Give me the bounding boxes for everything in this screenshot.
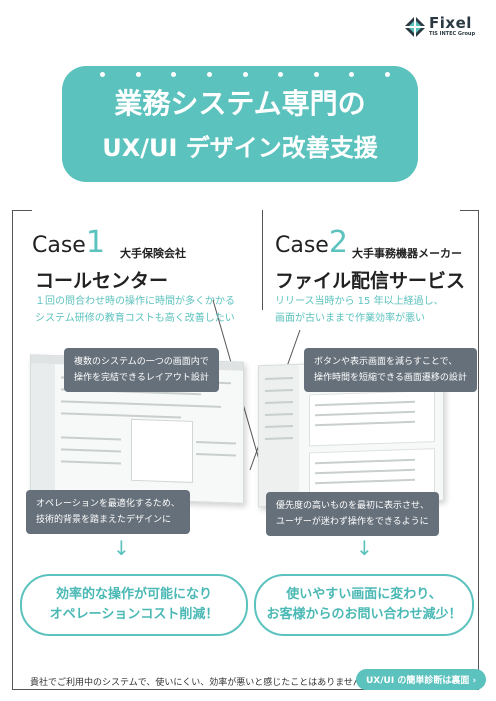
case2-heading: Case2 (275, 225, 348, 260)
case1-result: 効率的な操作が可能になり オペレーションコスト削減！ (20, 574, 248, 636)
logo-sub: TIS INTEC Group (429, 31, 476, 37)
logo-name: Fixel (429, 14, 472, 32)
case2-number: 2 (328, 225, 348, 260)
bottom-border (12, 689, 479, 690)
case2-callout-bottom: 優先度の高いものを最初に表示させ、 ユーザーが迷わず操作をできるように (266, 492, 440, 536)
case1-down-arrow-icon: ↓ (113, 536, 130, 560)
case2-callout-top: ボタンや表示画面を減らすことで、 操作時間を短縮できる画面遷移の設計 (304, 348, 477, 392)
case1-title: コールセンター (35, 270, 169, 292)
footer-question: 貴社でご利用中のシステムで、使いにくい、効率が悪いと感じたことはありませんか？ (30, 678, 380, 688)
case2-result: 使いやすい画面に変わり、 お客様からのお問い合わせ減少！ (254, 574, 474, 636)
case2-desc: リリース当時から 15 年以上経過し、 画面が古いままで作業効率が悪い (275, 296, 444, 324)
right-border (478, 210, 479, 690)
case2-down-arrow-icon: ↓ (356, 536, 373, 560)
case2-title: ファイル配信サービス (275, 270, 466, 292)
footer-diagnosis-button[interactable]: UX/UI の簡単診断は裏面 › (356, 669, 487, 690)
left-border (12, 210, 13, 690)
title-box (62, 66, 418, 182)
case1-heading: Case1 (32, 225, 105, 260)
case1-desc: １回の問合わせ時の操作に時間が多くかかる システム研修の教育コストも高く改善した… (35, 296, 235, 324)
center-divider (262, 210, 263, 310)
right-border-top (460, 210, 478, 211)
case2-label: Case (275, 233, 329, 258)
title-dots (100, 72, 390, 80)
case1-number: 1 (85, 225, 105, 260)
case1-company: 大手保険会社 (120, 247, 186, 260)
fixel-logo: Fixel TIS INTEC Group (404, 14, 484, 40)
page-title-line2: UX/UI デザイン改善支援 (102, 134, 378, 162)
left-border-top (12, 210, 32, 211)
case1-label: Case (32, 233, 86, 258)
logo-mark-icon (404, 16, 426, 38)
case2-company: 大手事務機器メーカー (352, 247, 462, 260)
case1-callout-top: 複数のシステムの一つの画面内で 操作を完結できるレイアウト設計 (64, 348, 219, 392)
chevron-right-icon: › (472, 676, 477, 686)
page-title-line1: 業務システム専門の (114, 87, 366, 120)
case1-callout-bottom: オペレーションを最適化するため、 技術的背景を踏まえたデザインに (26, 490, 190, 534)
